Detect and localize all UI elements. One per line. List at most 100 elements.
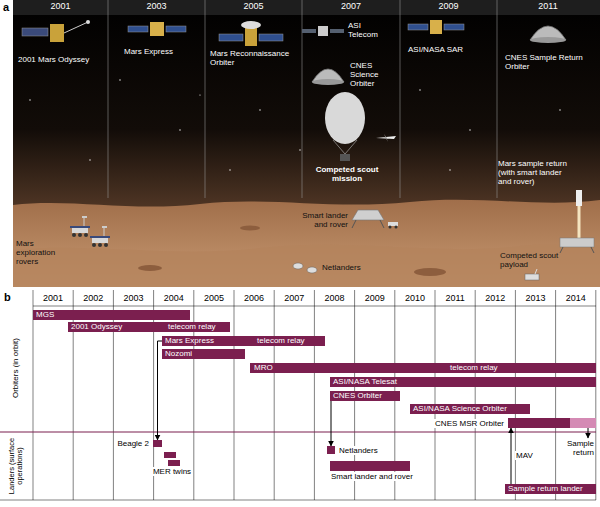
timeline-bar: CNES MSR Orbiter <box>508 418 596 428</box>
spacecraft-label: Mars Express <box>124 48 204 57</box>
rover <box>98 243 102 247</box>
balloon <box>340 154 350 161</box>
timeline-grid <box>234 290 235 500</box>
odyssey-spacecraft <box>64 22 88 33</box>
sample-return-lander <box>591 247 594 253</box>
year-label: 2009 <box>429 2 469 12</box>
balloon <box>325 92 365 144</box>
spacecraft-label: ASI Telecom <box>348 22 388 40</box>
sar-spacecraft <box>408 24 428 30</box>
rover <box>84 233 88 237</box>
space-background <box>449 169 450 170</box>
asi-telecom-spacecraft <box>302 26 344 36</box>
space-background <box>179 129 180 130</box>
sample-return-lander <box>576 190 582 206</box>
sar-spacecraft <box>444 24 464 30</box>
airplane <box>376 134 396 142</box>
asi-telecom-spacecraft <box>318 26 328 36</box>
year-label: 2005 <box>194 294 234 304</box>
mro-spacecraft <box>241 21 261 29</box>
bar-label: 2001 Odyssey <box>71 322 122 332</box>
timeline-bar: Smart lander and rover <box>330 461 410 471</box>
mission-label: Competed scout mission <box>312 166 382 184</box>
sample-return-orbiter <box>530 26 566 43</box>
timeline-bar: MROtelecom relay <box>250 363 596 373</box>
column-separators <box>108 0 497 198</box>
connector-arrow <box>331 401 332 446</box>
timeline-grid <box>475 290 476 500</box>
space-background <box>199 94 200 95</box>
space-background <box>13 0 600 15</box>
sar-spacecraft <box>408 20 464 34</box>
spacecraft-label: CNES Science Orbiter <box>350 62 396 88</box>
timeline-grid <box>0 290 596 500</box>
bar-caption: Netlanders <box>338 446 379 455</box>
mars-terrain <box>13 200 600 287</box>
space-background <box>259 109 260 110</box>
panel-letter: a <box>3 1 9 13</box>
cnes-science-orbiter <box>312 79 344 85</box>
smart-lander <box>352 220 356 228</box>
timeline-bar: Sample return lander <box>505 484 596 494</box>
year-label: 2010 <box>395 294 435 304</box>
timeline-bar: Netlanders <box>327 446 335 454</box>
bar-label: Mars Express <box>165 336 214 346</box>
mars-terrain <box>414 268 446 276</box>
year-label: 2008 <box>314 294 354 304</box>
bar-segment <box>168 460 180 466</box>
airplane <box>376 134 396 142</box>
bar-caption: CNES MSR Orbiter <box>434 419 505 428</box>
space-background <box>13 0 600 287</box>
mro-spacecraft <box>259 34 283 41</box>
timeline-grid <box>515 290 516 500</box>
bar-label: CNES Orbiter <box>333 391 382 401</box>
note-label: Sample return <box>560 440 594 458</box>
odyssey-spacecraft <box>22 20 90 42</box>
mission-label: Competed scout payload <box>500 252 562 270</box>
mro-spacecraft <box>219 34 243 41</box>
rover <box>90 236 110 238</box>
rover <box>84 218 85 226</box>
scout-payload <box>525 274 539 280</box>
mars-express-spacecraft <box>166 26 186 32</box>
timeline-grid <box>555 290 556 500</box>
sample-return-arrow <box>588 428 589 438</box>
year-label: 2009 <box>355 294 395 304</box>
mars-terrain <box>13 200 600 287</box>
spacecraft-label: Mars Reconnaissance Orbiter <box>210 50 300 68</box>
timeline-grid <box>33 306 596 307</box>
space-background <box>29 99 30 100</box>
scout-payload <box>525 269 539 280</box>
smart-lander <box>395 226 398 229</box>
spacecraft-label: ASI/NASA SAR <box>408 46 494 55</box>
space-background <box>559 109 560 110</box>
sample-return-arrow <box>588 428 589 438</box>
timeline-bar: MGS <box>33 310 190 320</box>
bar-label: MGS <box>36 310 54 320</box>
timeline-bar: MER twins <box>164 452 180 466</box>
timeline-grid <box>595 290 596 500</box>
year-label: 2004 <box>154 294 194 304</box>
bar-segment <box>570 418 596 428</box>
netlanders <box>293 263 303 269</box>
timeline-bar: ASI/NASA Science Orbiter <box>410 404 530 414</box>
space-background <box>119 79 120 80</box>
year-label: 2011 <box>435 294 475 304</box>
balloon <box>345 140 357 154</box>
space-background <box>13 0 600 287</box>
bar-label: MRO <box>254 363 273 373</box>
mission-label: Smart lander and rover <box>290 212 348 230</box>
year-label: 2002 <box>73 294 113 304</box>
rover <box>104 228 105 236</box>
spacecraft-label: 2001 Mars Odyssey <box>18 56 106 65</box>
mro-spacecraft <box>245 28 257 46</box>
smart-lander <box>380 220 384 228</box>
mission-label: Mars sample return (with smart lander an… <box>498 160 576 186</box>
netlanders <box>307 267 317 273</box>
space-background <box>229 169 230 170</box>
year-label: 2011 <box>528 2 568 12</box>
bar-label: telecom relay <box>168 322 216 332</box>
sample-return-lander <box>578 206 581 238</box>
column-separators <box>205 0 206 198</box>
